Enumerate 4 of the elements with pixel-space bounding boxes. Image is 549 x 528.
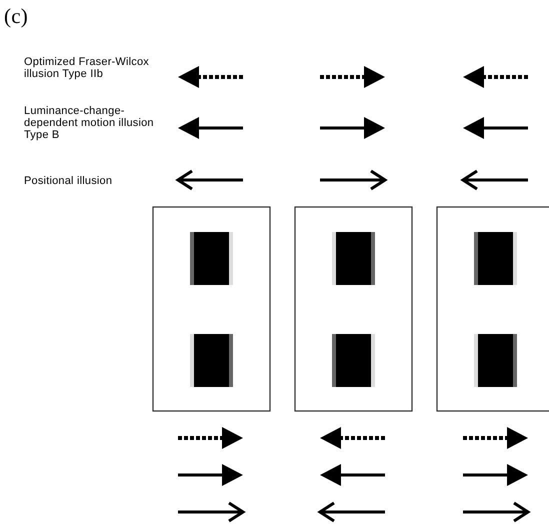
row-label: Luminance-change-dependent motion illusion Type B [24, 105, 154, 141]
row-label: Optimized Fraser-Wilcox illusion Type IIb [24, 56, 150, 80]
panel-label: (c) [4, 4, 28, 28]
row-label: Positional illusion [24, 175, 114, 187]
